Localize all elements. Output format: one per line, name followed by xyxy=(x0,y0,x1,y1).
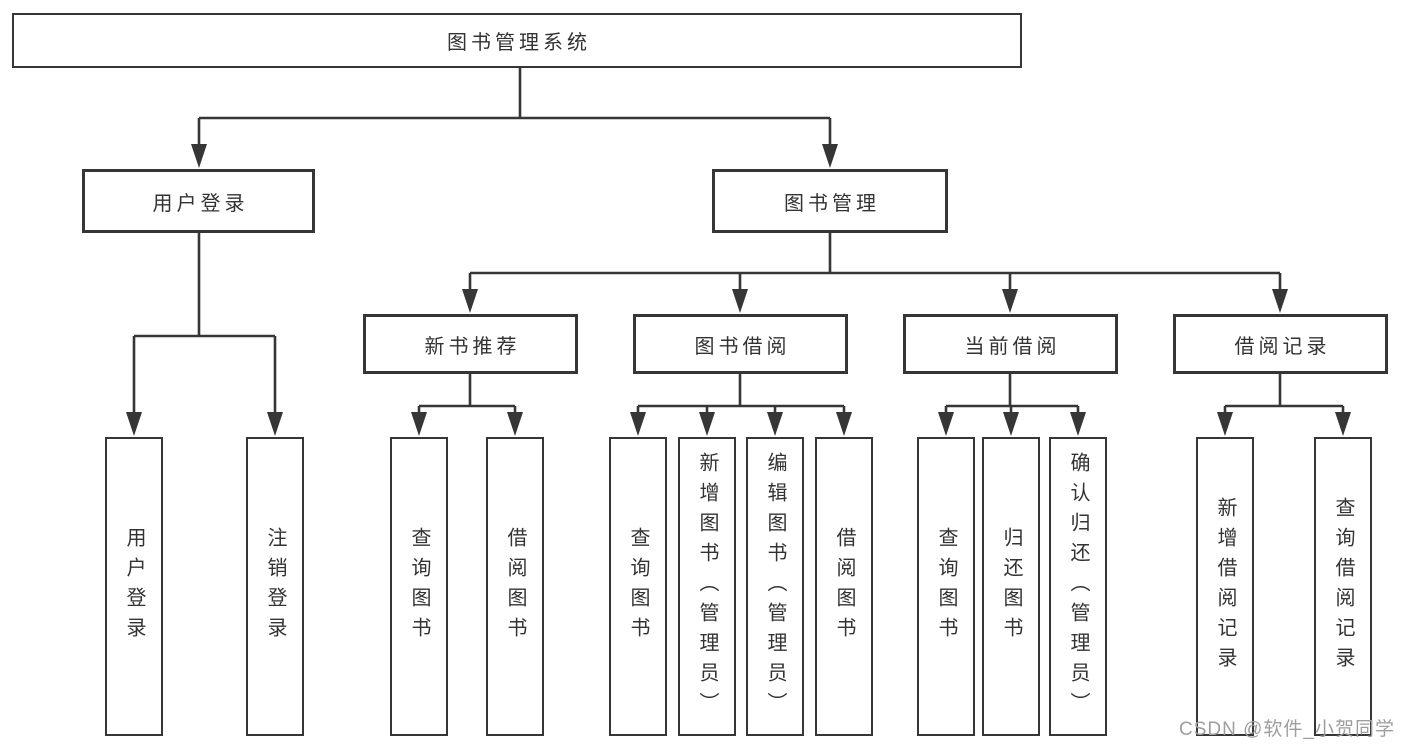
leaf-label: 新增借阅记录 xyxy=(1214,496,1236,677)
node-label: 图书管理 xyxy=(784,192,880,215)
leaf-return-book: 归还图书 xyxy=(982,437,1040,736)
arrowhead xyxy=(1217,412,1233,436)
arrowhead xyxy=(1272,289,1288,313)
arrowhead xyxy=(1070,412,1086,436)
leaf-label: 注销登录 xyxy=(264,526,286,647)
connector-user-login-to-leaves xyxy=(126,233,283,436)
connector-book-mgmt-to-level3 xyxy=(462,233,1288,313)
connector-book-borrow-to-leaves xyxy=(630,374,852,436)
arrowhead xyxy=(938,412,954,436)
leaf-confirm-return-admin: 确认归还（管理员） xyxy=(1049,437,1107,736)
node-label: 新书推荐 xyxy=(424,335,521,358)
leaf-label: 归还图书 xyxy=(1000,526,1022,647)
connector-borrow-records-to-leaves xyxy=(1217,374,1351,436)
arrowhead xyxy=(1003,412,1019,436)
arrowhead xyxy=(699,412,715,436)
node-user-login: 用户登录 xyxy=(82,169,315,233)
arrowhead xyxy=(767,412,783,436)
leaf-borrow-books-recommend: 借阅图书 xyxy=(486,437,544,736)
node-new-book-recommend: 新书推荐 xyxy=(363,314,578,374)
arrowhead xyxy=(836,412,852,436)
arrowhead xyxy=(462,289,478,313)
node-label: 图书借阅 xyxy=(694,335,791,358)
leaf-label: 确认归还（管理员） xyxy=(1067,451,1089,722)
leaf-query-books-borrow: 查询图书 xyxy=(609,437,667,736)
leaf-logout: 注销登录 xyxy=(246,437,304,736)
arrowhead xyxy=(1002,289,1018,313)
leaf-label: 编辑图书（管理员） xyxy=(764,451,786,722)
leaf-label: 新增图书（管理员） xyxy=(696,451,718,722)
node-book-management: 图书管理 xyxy=(712,169,948,233)
arrowhead xyxy=(267,412,283,436)
node-label: 图书管理系统 xyxy=(447,32,591,54)
leaf-query-borrow-record: 查询借阅记录 xyxy=(1314,437,1372,736)
leaf-query-books-current: 查询图书 xyxy=(917,437,975,736)
leaf-label: 查询图书 xyxy=(627,526,649,647)
connector-new-book-recommend-to-leaves xyxy=(411,374,523,436)
csdn-watermark: CSDN @软件_小贺同学 xyxy=(1179,719,1395,740)
arrowhead xyxy=(822,144,838,168)
arrowhead xyxy=(126,412,142,436)
node-current-borrow: 当前借阅 xyxy=(903,314,1118,374)
arrowhead xyxy=(732,289,748,313)
leaf-label: 借阅图书 xyxy=(833,526,855,647)
node-label: 用户登录 xyxy=(152,192,249,215)
leaf-label: 查询图书 xyxy=(935,526,957,647)
arrowhead xyxy=(1335,412,1351,436)
leaf-borrow-books-borrow: 借阅图书 xyxy=(815,437,873,736)
arrowhead xyxy=(630,412,646,436)
connector-root-to-level2 xyxy=(191,68,838,168)
leaf-query-books-recommend: 查询图书 xyxy=(390,437,448,736)
node-book-borrow: 图书借阅 xyxy=(633,314,848,374)
leaf-label: 用户登录 xyxy=(123,526,145,647)
leaf-label: 借阅图书 xyxy=(504,526,526,647)
arrowhead xyxy=(411,412,427,436)
leaf-edit-book-admin: 编辑图书（管理员） xyxy=(746,437,804,736)
arrowhead xyxy=(191,144,207,168)
leaf-label: 查询借阅记录 xyxy=(1332,496,1354,677)
leaf-user-login: 用户登录 xyxy=(105,437,163,736)
node-label: 当前借阅 xyxy=(964,335,1061,358)
node-label: 借阅记录 xyxy=(1234,335,1331,358)
leaf-add-book-admin: 新增图书（管理员） xyxy=(678,437,736,736)
node-borrow-records: 借阅记录 xyxy=(1173,314,1388,374)
node-root-system: 图书管理系统 xyxy=(12,13,1022,68)
connector-current-borrow-to-leaves xyxy=(938,374,1086,436)
arrowhead xyxy=(507,412,523,436)
leaf-add-borrow-record: 新增借阅记录 xyxy=(1196,437,1254,736)
leaf-label: 查询图书 xyxy=(408,526,430,647)
